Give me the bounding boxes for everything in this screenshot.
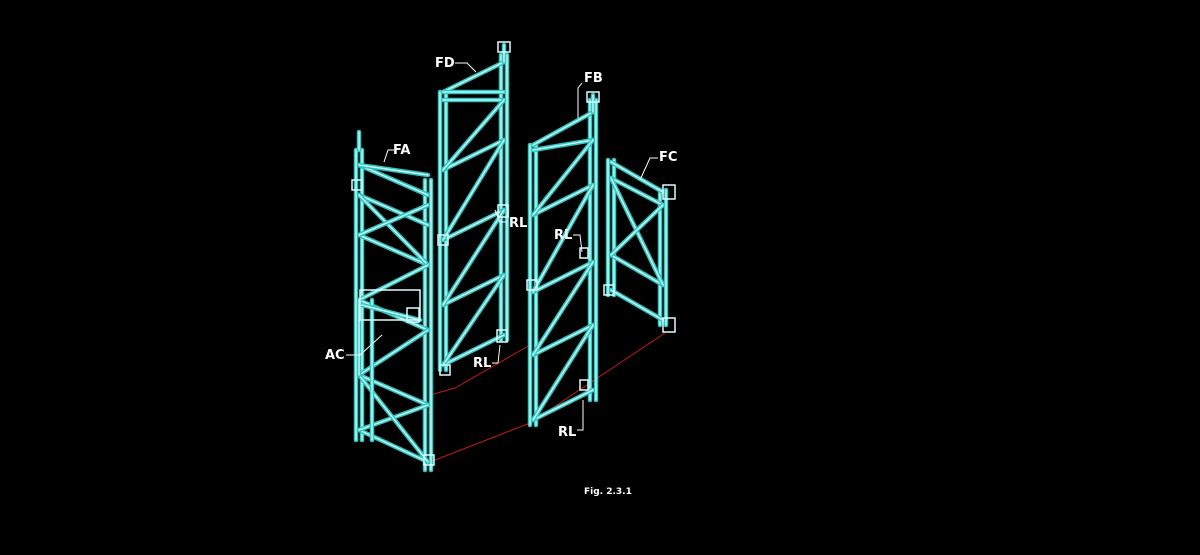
truss-member xyxy=(532,111,594,146)
truss-member xyxy=(532,184,594,216)
truss-member xyxy=(532,261,594,293)
truss-member xyxy=(442,139,505,171)
truss-member xyxy=(532,389,594,421)
frame-fb xyxy=(527,92,599,428)
label-rl-fb-mid: RL xyxy=(554,228,573,243)
label-fd: FD xyxy=(435,56,455,71)
truss-member xyxy=(358,329,429,376)
truss-member xyxy=(532,139,594,216)
truss-member xyxy=(532,324,594,356)
truss-member xyxy=(442,274,505,366)
label-fa: FA xyxy=(393,143,411,158)
truss-member xyxy=(610,161,664,193)
truss-member xyxy=(358,234,429,266)
label-rl-fb-bottom: RL xyxy=(558,425,577,440)
frame-fd xyxy=(437,42,510,373)
truss-member xyxy=(358,164,429,196)
truss-member xyxy=(442,274,505,306)
truss-member xyxy=(442,209,505,306)
truss-member xyxy=(610,204,664,256)
truss-member xyxy=(358,194,429,226)
frame-fc xyxy=(605,157,669,328)
truss-member xyxy=(358,164,429,176)
truss-member xyxy=(361,304,421,321)
label-ac: AC xyxy=(325,348,345,363)
truss-member xyxy=(532,324,594,421)
label-rl-fd-bottom: RL xyxy=(473,356,492,371)
truss-member xyxy=(442,139,505,241)
figure-caption: Fig. 2.3.1 xyxy=(584,487,632,497)
truss-member xyxy=(442,209,505,241)
truss-member xyxy=(532,139,594,151)
leader-lines xyxy=(346,62,658,431)
label-fb: FB xyxy=(584,71,603,86)
frame-fa xyxy=(353,129,434,473)
truss-member xyxy=(358,204,429,236)
truss-member xyxy=(610,254,664,286)
label-fc: FC xyxy=(659,150,678,165)
truss-member xyxy=(610,289,664,321)
truss-member xyxy=(442,61,505,93)
truss-member xyxy=(610,177,664,206)
truss-member xyxy=(532,184,594,293)
label-rl-fd-right: RL xyxy=(509,216,528,231)
truss-member xyxy=(532,261,594,356)
truss-member xyxy=(442,99,505,171)
truss-member xyxy=(358,264,429,301)
truss-member xyxy=(442,334,505,366)
truss-member xyxy=(358,194,429,266)
fittings xyxy=(351,41,676,466)
